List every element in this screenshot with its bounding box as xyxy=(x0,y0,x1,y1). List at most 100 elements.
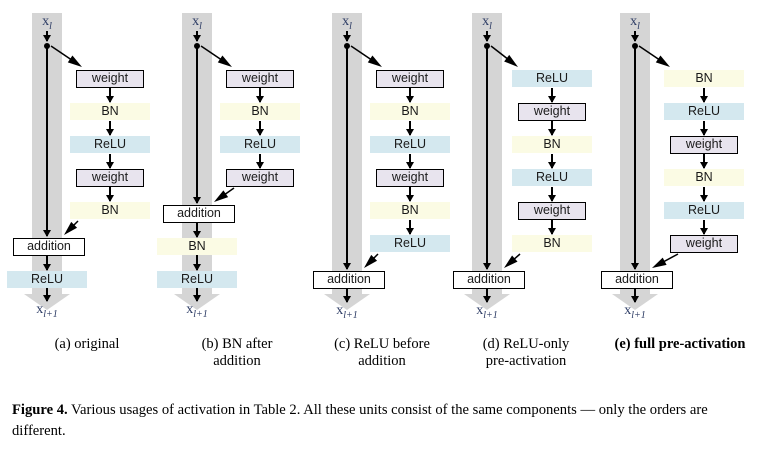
figure-caption: Figure 4. Various usages of activation i… xyxy=(12,400,748,442)
trunk-connector-c-0 xyxy=(343,289,351,303)
merge-arrow-b xyxy=(214,187,235,202)
trunk-connector-b-1 xyxy=(193,255,201,271)
identity-shortcut-line-d xyxy=(483,46,491,270)
trunk-op-bn-b-1: BN xyxy=(157,238,237,255)
merge-arrow-a xyxy=(64,220,79,235)
branch-op-relu-d-3: ReLU xyxy=(512,169,592,186)
branch-connector-e-0 xyxy=(700,88,708,103)
output-label-c: xl+1 xyxy=(336,303,358,321)
trunk-connector-e-0 xyxy=(631,289,639,303)
output-label-d: xl+1 xyxy=(476,303,498,321)
panel-caption-a: (a) original xyxy=(0,336,176,353)
branch-op-bn-c-4: BN xyxy=(370,202,450,219)
caption-label: Figure 4. xyxy=(12,402,68,418)
panel-caption-line2-d: pre-activation xyxy=(485,353,567,369)
trunk-arrowhead xyxy=(24,294,70,310)
input-label-b: xl xyxy=(192,14,202,32)
panel-caption-line1-e: (e) full pre-activation xyxy=(614,336,746,352)
branch-op-bn-d-2: BN xyxy=(512,136,592,153)
trunk-connector-a-1 xyxy=(43,288,51,302)
branch-op-weight-d-1: weight xyxy=(518,103,586,121)
merge-arrow-c xyxy=(364,253,379,268)
branch-op-weight-b-3: weight xyxy=(226,169,294,187)
trunk-op-relu-b-2: ReLU xyxy=(157,271,237,288)
input-connector-c xyxy=(343,31,351,42)
branch-op-bn-a-4: BN xyxy=(70,202,150,219)
branch-connector-c-3 xyxy=(406,187,414,202)
input-label-c: xl xyxy=(342,14,352,32)
branch-connector-d-4 xyxy=(548,220,556,235)
branch-connector-c-0 xyxy=(406,88,414,103)
trunk-arrowhead xyxy=(174,294,220,310)
branch-entry-arrow-d xyxy=(490,45,518,67)
branch-connector-c-4 xyxy=(406,220,414,235)
branch-op-bn-e-3: BN xyxy=(664,169,744,186)
input-connector-d xyxy=(483,31,491,42)
branch-entry-arrow-c xyxy=(350,45,382,67)
branch-connector-e-3 xyxy=(700,187,708,202)
panel-caption-line1-b: (b) BN after xyxy=(201,336,273,352)
trunk-connector-b-0 xyxy=(193,223,201,238)
branch-entry-arrow-a xyxy=(50,45,82,67)
merge-arrow-d xyxy=(504,253,521,268)
branch-entry-arrow-e xyxy=(638,45,670,67)
branch-connector-b-2 xyxy=(256,154,264,169)
branch-connector-d-0 xyxy=(548,88,556,103)
branch-connector-c-2 xyxy=(406,154,414,169)
branch-connector-a-1 xyxy=(106,121,114,136)
input-label-e: xl xyxy=(630,14,640,32)
branch-connector-a-3 xyxy=(106,187,114,202)
branch-connector-b-0 xyxy=(256,88,264,103)
trunk-op-addition-b-0: addition xyxy=(163,205,235,223)
branch-op-relu-c-2: ReLU xyxy=(370,136,450,153)
panel-caption-line2-b: addition xyxy=(213,353,261,369)
branch-op-weight-d-4: weight xyxy=(518,202,586,220)
input-label-a: xl xyxy=(42,14,52,32)
caption-body: Various usages of activation in Table 2.… xyxy=(12,402,708,439)
branch-connector-e-4 xyxy=(700,220,708,235)
branch-connector-a-0 xyxy=(106,88,114,103)
input-connector-e xyxy=(631,31,639,42)
trunk-op-addition-a-0: addition xyxy=(13,238,85,256)
merge-arrow-e xyxy=(652,253,679,268)
identity-shortcut-line-e xyxy=(631,46,639,270)
branch-op-weight-a-3: weight xyxy=(76,169,144,187)
trunk-op-addition-e-0: addition xyxy=(601,271,673,289)
panel-caption-line1-a: (a) original xyxy=(54,336,120,352)
panel-caption-line1-c: (c) ReLU before xyxy=(334,336,430,352)
branch-connector-b-1 xyxy=(256,121,264,136)
panel-caption-line1-d: (d) ReLU-only xyxy=(482,336,570,352)
trunk-op-addition-d-0: addition xyxy=(453,271,525,289)
branch-op-relu-a-2: ReLU xyxy=(70,136,150,153)
branch-op-weight-c-3: weight xyxy=(376,169,444,187)
trunk-connector-a-0 xyxy=(43,256,51,271)
branch-op-weight-a-0: weight xyxy=(76,70,144,88)
trunk-op-relu-a-1: ReLU xyxy=(7,271,87,288)
branch-connector-d-1 xyxy=(548,121,556,136)
branch-connector-c-1 xyxy=(406,121,414,136)
branch-connector-e-1 xyxy=(700,121,708,136)
branch-op-weight-e-5: weight xyxy=(670,235,738,253)
branch-connector-e-2 xyxy=(700,154,708,169)
output-label-e: xl+1 xyxy=(624,303,646,321)
branch-op-relu-c-5: ReLU xyxy=(370,235,450,252)
output-label-a: xl+1 xyxy=(36,302,58,320)
branch-op-relu-e-1: ReLU xyxy=(664,103,744,120)
branch-connector-a-2 xyxy=(106,154,114,169)
input-connector-a xyxy=(43,31,51,42)
branch-op-relu-d-0: ReLU xyxy=(512,70,592,87)
trunk-op-addition-c-0: addition xyxy=(313,271,385,289)
identity-shortcut-line-c xyxy=(343,46,351,270)
input-label-d: xl xyxy=(482,14,492,32)
trunk-connector-d-0 xyxy=(483,289,491,303)
input-connector-b xyxy=(193,31,201,42)
